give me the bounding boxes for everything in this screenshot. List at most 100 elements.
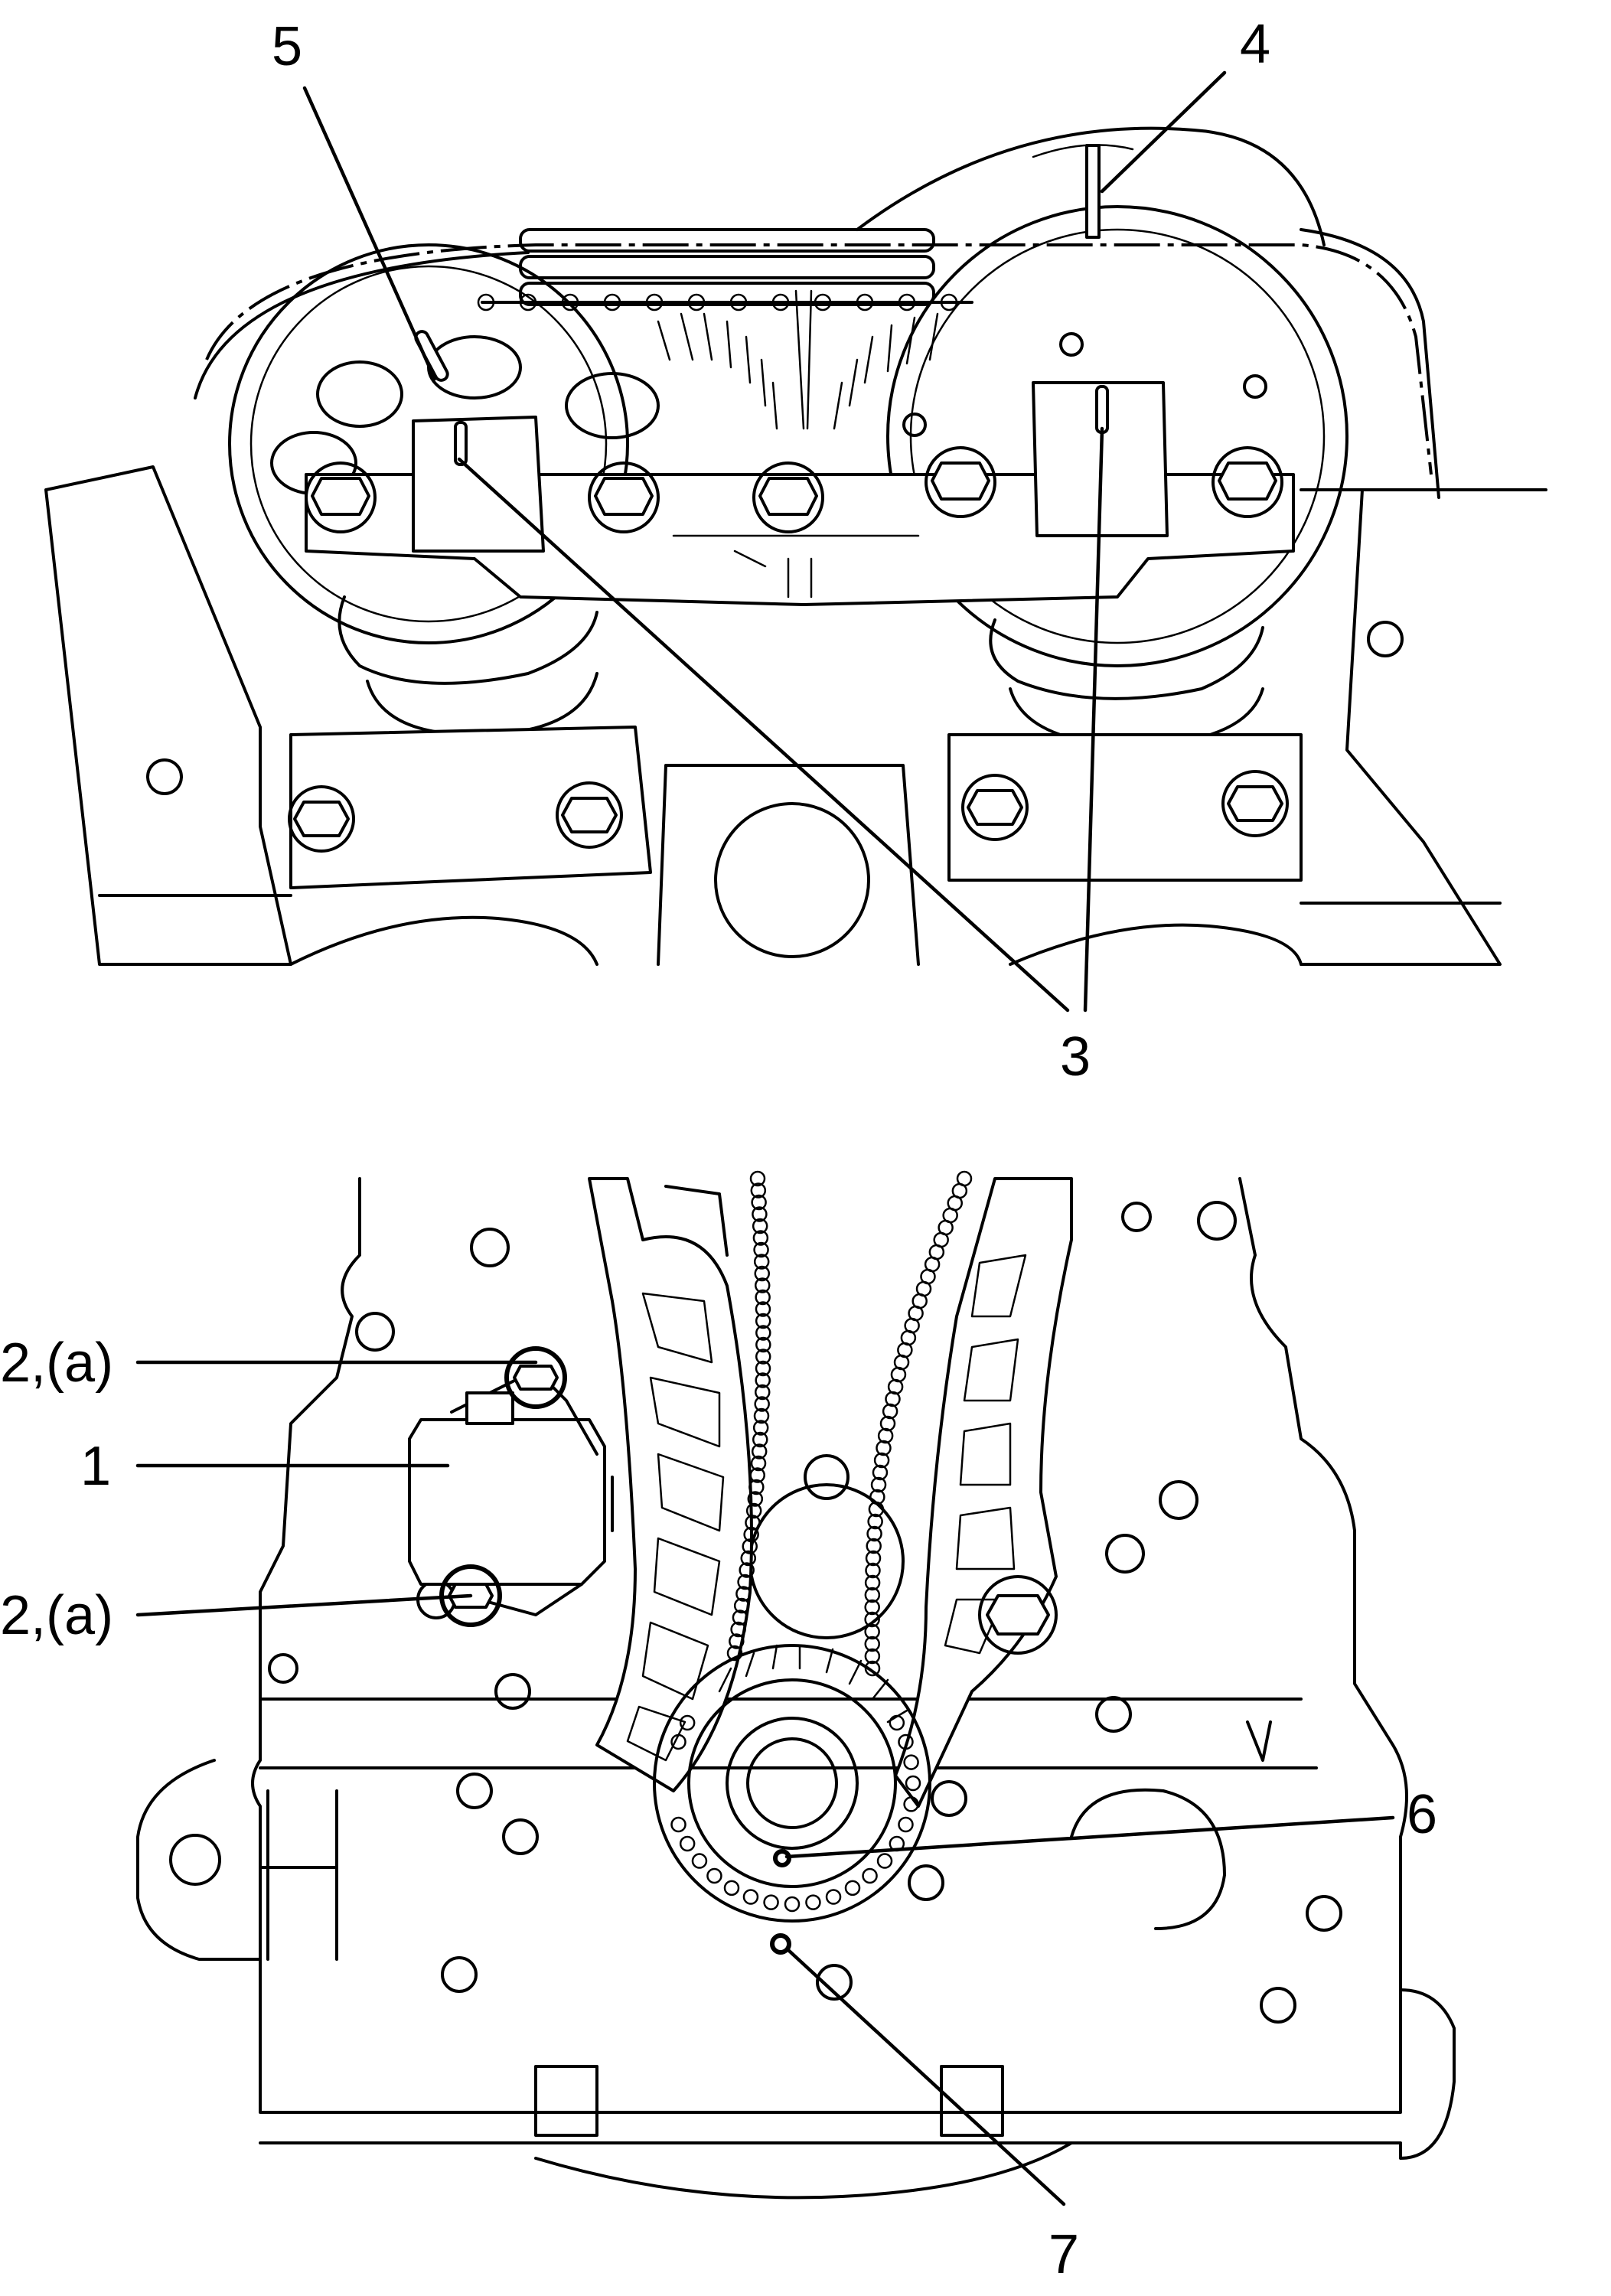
cap-bolt: [752, 461, 824, 533]
chain-link: [864, 1636, 880, 1652]
chain-link: [749, 1467, 765, 1483]
cap-bolt: [1212, 446, 1283, 518]
chain-link: [844, 1880, 861, 1896]
chain-link: [733, 1597, 750, 1614]
cover-outline-solid: [194, 228, 1440, 499]
chain-link: [866, 1525, 882, 1542]
chain-link: [752, 1218, 768, 1234]
engine-block-outline: [251, 1177, 1408, 2114]
upper-right-sprocket: [856, 126, 1326, 246]
sprocket-teeth: [657, 289, 939, 430]
timing-chain: [670, 1170, 973, 1913]
chain-link: [723, 1880, 740, 1896]
chain-link: [679, 1714, 696, 1731]
chain-link: [889, 1714, 905, 1731]
chain-link: [755, 1289, 771, 1306]
chain-link: [732, 1609, 748, 1626]
chain-link: [729, 1633, 745, 1649]
timing-mark-4: [1085, 144, 1101, 239]
lower-cap-bolt: [288, 785, 355, 853]
chain-link: [866, 1538, 882, 1554]
chain-link: [749, 1170, 766, 1187]
tensioner-bolt-upper: [504, 1346, 567, 1409]
timing-mark-7: [770, 1933, 791, 1955]
chain-link: [755, 1360, 771, 1377]
right-cam-sprocket: [886, 205, 1348, 667]
chain-link: [867, 1513, 883, 1530]
chain-link: [691, 1853, 708, 1869]
callout-7: 7: [1048, 2224, 1079, 2285]
callout-4: 4: [1240, 14, 1270, 75]
callout-3: 3: [1060, 1026, 1091, 1088]
chain-link: [752, 1431, 768, 1448]
leader-lines: [135, 70, 1395, 2206]
chain-link: [882, 1403, 898, 1420]
chain-link: [742, 1538, 758, 1554]
leader-7: [786, 1948, 1066, 2206]
chain-link: [752, 1420, 769, 1436]
lower-cap-bolt: [556, 781, 623, 849]
chain-link: [753, 1407, 770, 1424]
timing-mark-3-left: [454, 421, 468, 466]
tensioner-guide-rail: [588, 1177, 753, 1792]
chain-link: [735, 1586, 752, 1602]
chain-tensioner: [408, 1346, 614, 1627]
chain-link: [905, 1775, 921, 1792]
cap-bolt: [925, 446, 996, 518]
chain-link: [742, 1889, 759, 1905]
cam-bearing-cap: [305, 381, 1295, 606]
chain-link: [879, 1415, 896, 1432]
chain-link: [730, 1621, 746, 1638]
callout-6: 6: [1407, 1784, 1437, 1845]
fixed-guide-rail: [894, 1177, 1073, 1808]
chain-link: [898, 1733, 914, 1750]
chain-link: [747, 1491, 764, 1507]
chain-link: [784, 1896, 801, 1913]
chain-link: [755, 1384, 771, 1401]
chain-link: [755, 1301, 771, 1317]
top-chain: [477, 228, 973, 311]
chain-link: [755, 1313, 771, 1329]
crank-sprocket: [653, 1644, 931, 1923]
chain-link: [753, 1254, 770, 1270]
chain-link: [740, 1550, 757, 1567]
crankshaft-view: [136, 1170, 1456, 2200]
leader-4: [1100, 70, 1227, 194]
chain-link: [865, 1562, 881, 1579]
chain-link: [873, 1452, 890, 1469]
chain-link: [751, 1443, 768, 1459]
lower-cap-bolt: [961, 774, 1029, 841]
cap-bolt: [305, 461, 377, 533]
chain-link: [864, 1599, 880, 1616]
chain-link: [753, 1241, 769, 1258]
callout-2a-upper: 2,(a): [0, 1332, 113, 1394]
cylinder-head: [44, 465, 1547, 966]
chain-link: [903, 1796, 919, 1812]
chain-link: [864, 1623, 880, 1640]
chain-link: [825, 1889, 842, 1905]
chain-link: [737, 1574, 753, 1590]
chain-link: [869, 1489, 885, 1505]
callout-2a-lower: 2,(a): [0, 1585, 113, 1646]
leader-2a-lower: [135, 1593, 473, 1617]
chain-link: [670, 1816, 686, 1833]
chain-link: [755, 1336, 771, 1353]
chain-link: [754, 1396, 770, 1412]
chain-link: [754, 1277, 771, 1293]
leader-5: [302, 86, 437, 381]
chain-link: [755, 1372, 771, 1388]
chain-link: [670, 1733, 686, 1750]
chain-link: [903, 1754, 919, 1770]
chain-link: [750, 1455, 767, 1472]
chain-link: [877, 1427, 894, 1444]
chain-link: [679, 1835, 696, 1852]
chain-link: [885, 1391, 901, 1407]
chain-link: [872, 1464, 889, 1481]
chain-link: [864, 1611, 880, 1628]
chain-link: [750, 1182, 767, 1199]
chain-link: [745, 1502, 762, 1519]
chain-link: [706, 1867, 722, 1884]
chain-link: [743, 1526, 759, 1543]
chain-link: [755, 1349, 771, 1365]
callout-labels: 5 4 3 2,(a) 1 2,(a) 6 7: [0, 14, 1437, 2285]
